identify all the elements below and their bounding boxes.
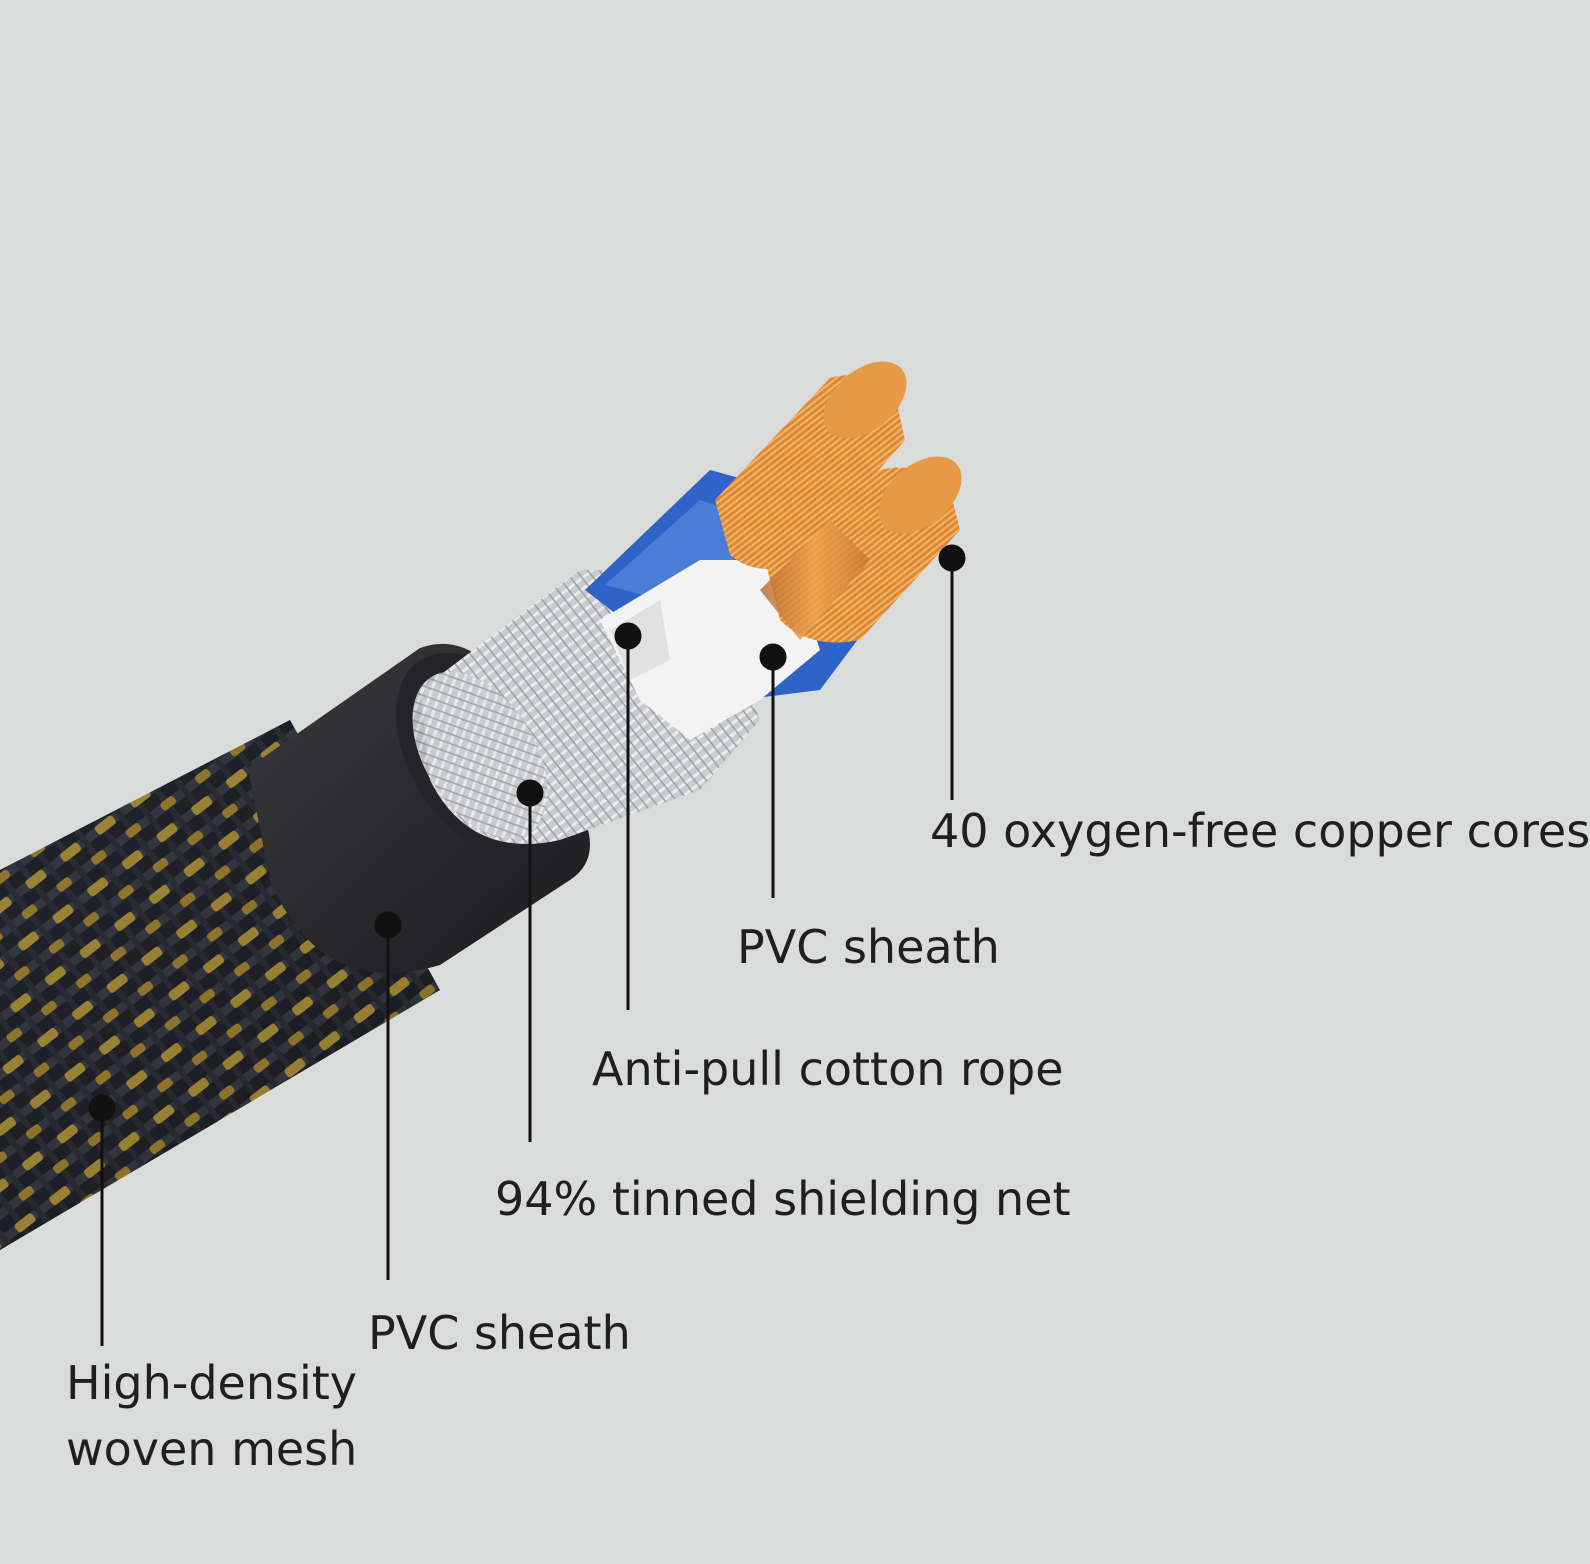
copper-cores	[715, 361, 962, 643]
label-woven-mesh: High-density woven mesh	[66, 1350, 357, 1482]
leader-lines	[88, 544, 966, 1346]
dot-copper-cores	[938, 544, 966, 572]
dot-pvc-outer	[374, 911, 402, 939]
label-cotton-rope: Anti-pull cotton rope	[592, 1042, 1064, 1096]
dot-shield-net	[516, 779, 544, 807]
dot-cotton-rope	[614, 622, 642, 650]
label-shielding-net: 94% tinned shielding net	[495, 1172, 1071, 1226]
label-copper-cores: 40 oxygen-free copper cores	[930, 804, 1590, 858]
label-pvc-sheath-outer: PVC sheath	[368, 1306, 631, 1360]
dot-woven-mesh	[88, 1094, 116, 1122]
label-woven-mesh-line1: High-density	[66, 1356, 357, 1410]
label-woven-mesh-line2: woven mesh	[66, 1422, 358, 1476]
label-pvc-sheath-inner: PVC sheath	[737, 920, 1000, 974]
dot-pvc-inner	[759, 643, 787, 671]
